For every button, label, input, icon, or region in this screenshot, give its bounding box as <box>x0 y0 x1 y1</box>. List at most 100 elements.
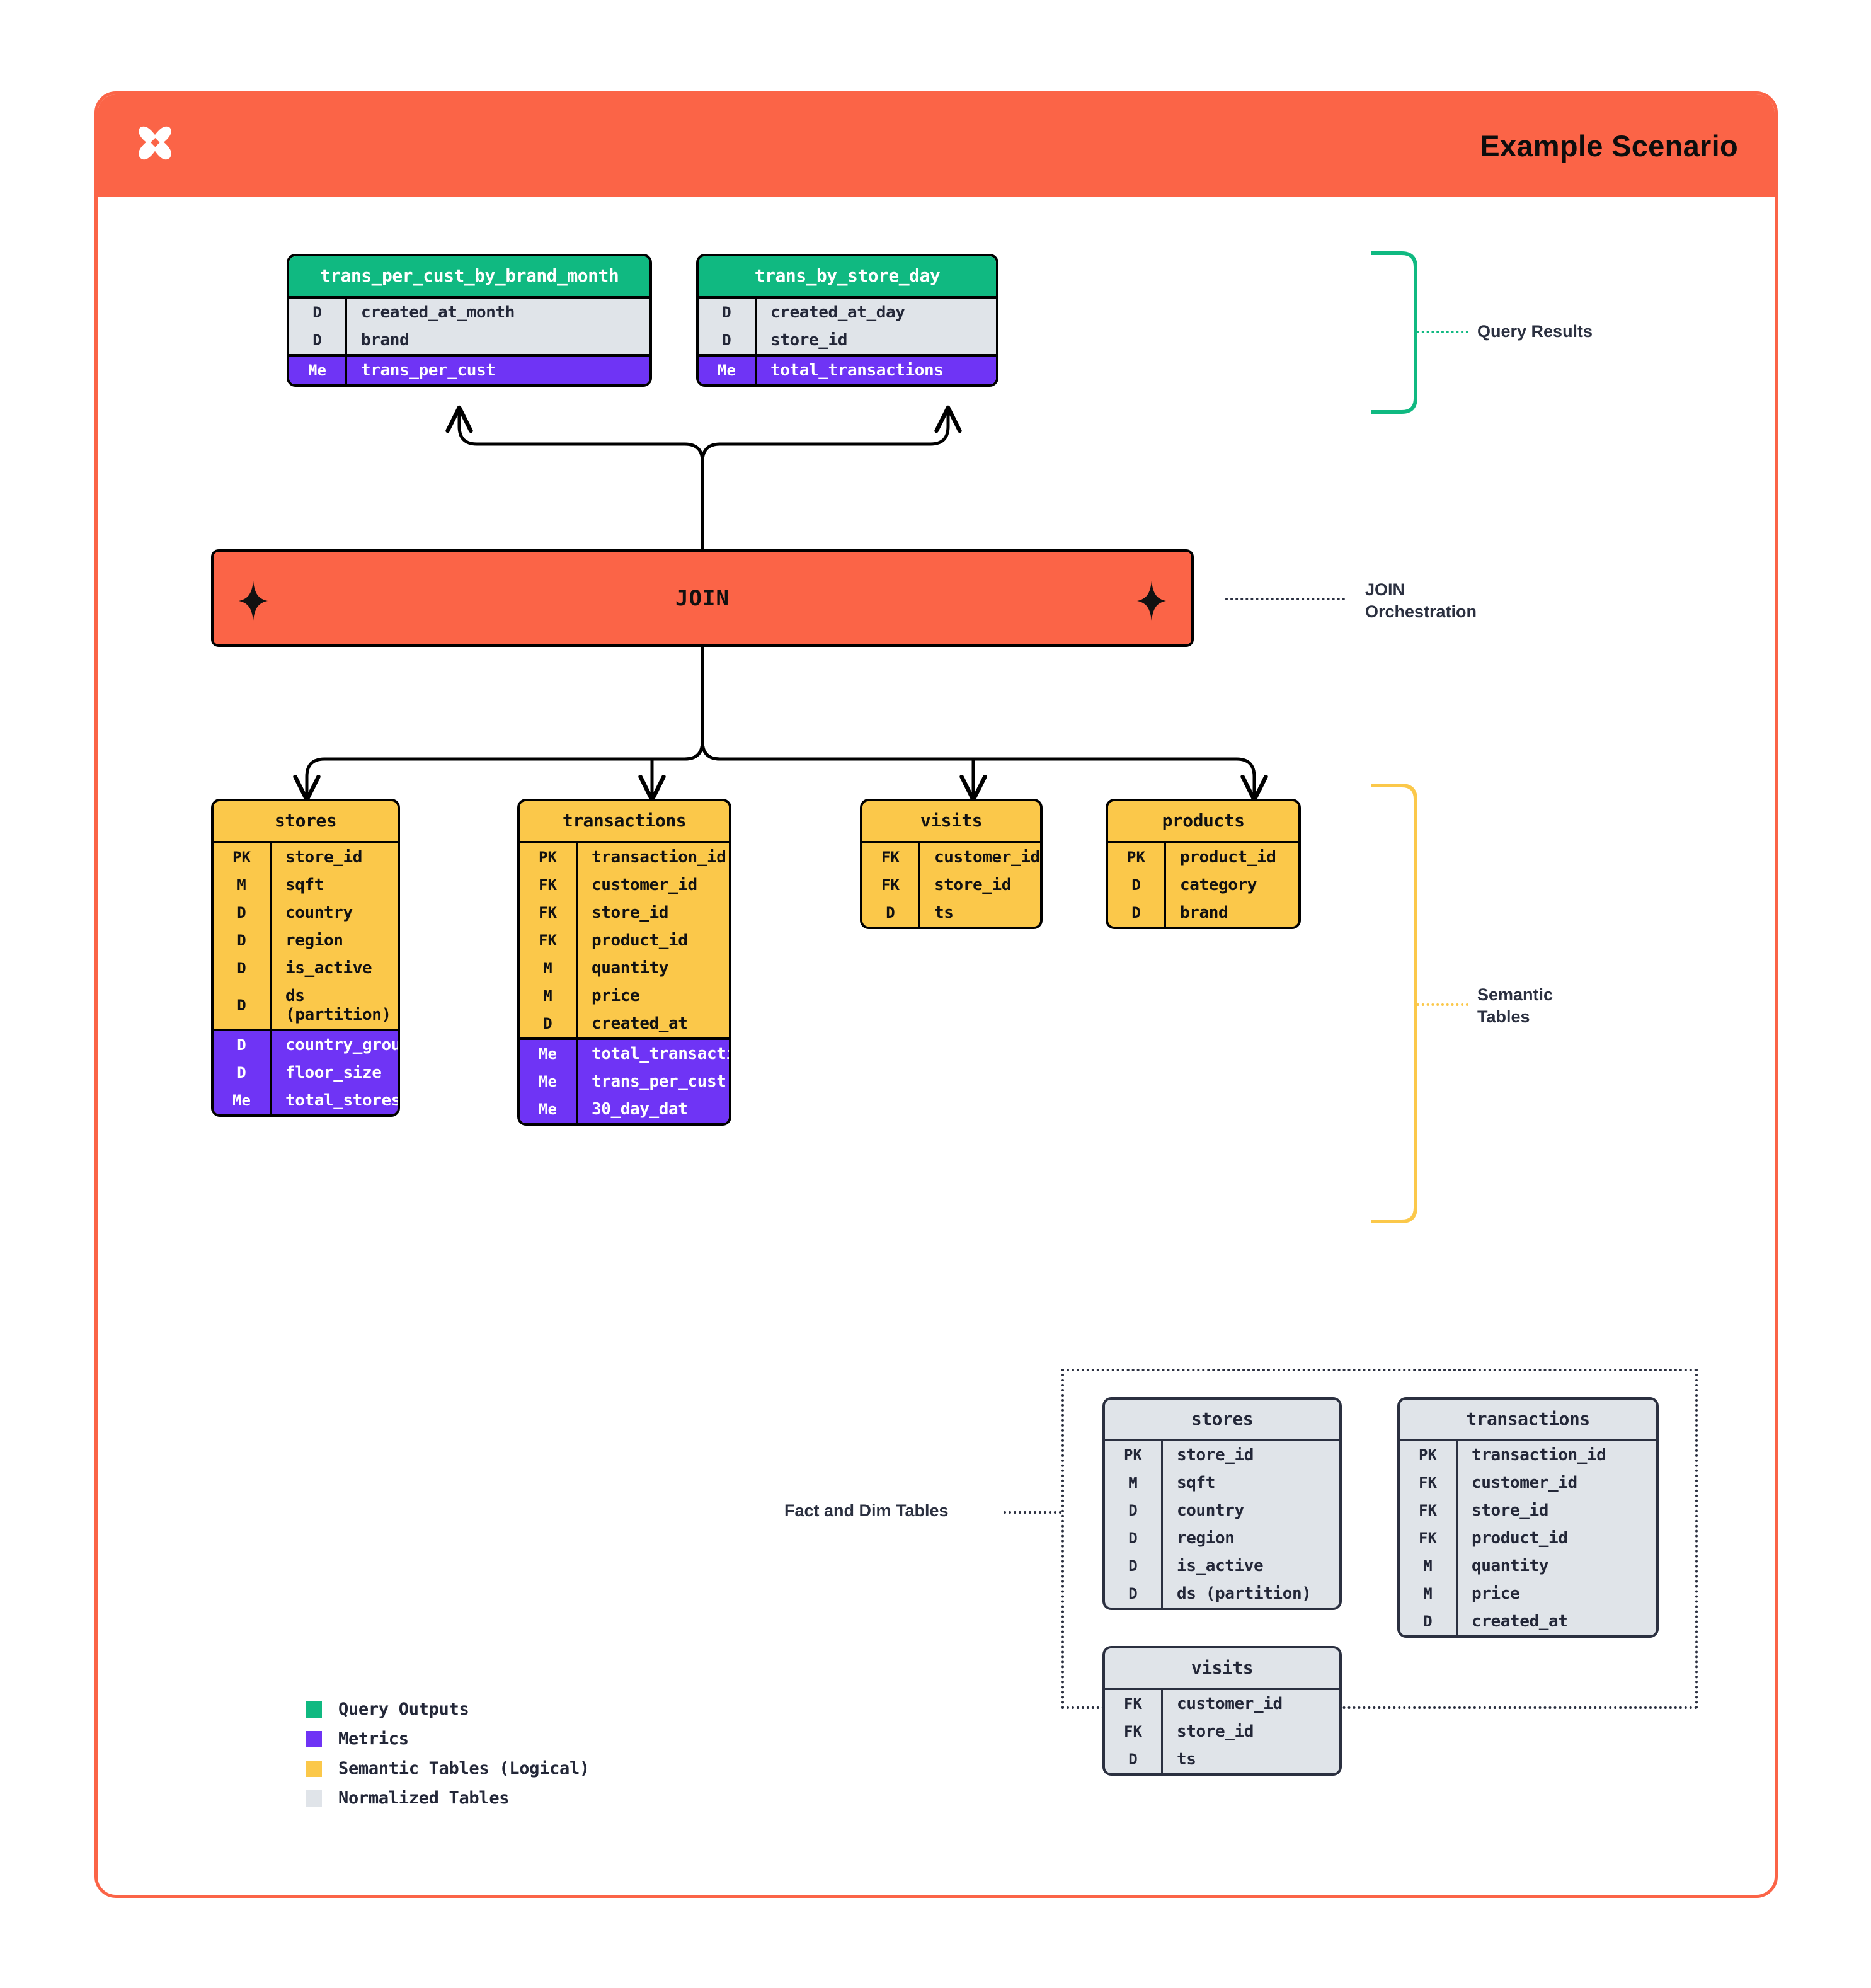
sparkle-icon <box>239 581 268 621</box>
annotation-line-2: Orchestration <box>1365 602 1477 622</box>
query-result-table-1[interactable]: trans_by_store_day D created_at_day D st… <box>696 254 998 387</box>
sparkle-icon <box>1137 581 1166 621</box>
row-key: PK <box>1400 1441 1458 1469</box>
row-key: FK <box>1400 1469 1458 1497</box>
card-header: Example Scenario <box>98 94 1775 197</box>
legend-label: Metrics <box>338 1729 409 1749</box>
x-star-logo-icon <box>130 122 180 171</box>
row-field: region <box>1177 1529 1235 1548</box>
row-key: D <box>699 299 757 326</box>
row-key: D <box>214 899 272 927</box>
annotation-join-orchestration: JOIN Orchestration <box>1365 579 1477 623</box>
metric-rows: Me total_transactions <box>699 354 996 384</box>
table-row: PK product_id <box>1108 843 1298 871</box>
row-field: store_id <box>1177 1722 1254 1741</box>
row-field: country <box>285 903 353 922</box>
row-key: Me <box>520 1095 578 1123</box>
table-row: FK customer_id <box>520 871 729 899</box>
legend-swatch-normalized-tables <box>306 1790 322 1807</box>
row-key: D <box>1105 1497 1163 1524</box>
table-title: transactions <box>1400 1400 1656 1439</box>
row-field: created_at <box>592 1014 688 1033</box>
row-key: PK <box>1105 1441 1163 1469</box>
row-field: brand <box>361 331 409 350</box>
diagram-card: Example Scenario trans_per_cust_by_brand… <box>94 91 1778 1898</box>
row-key: FK <box>520 927 578 954</box>
join-orchestration-bar[interactable]: JOIN <box>211 549 1194 647</box>
legend-label: Query Outputs <box>338 1700 469 1719</box>
row-field: product_id <box>592 931 688 950</box>
row-field: product_id <box>1180 848 1276 867</box>
table-title: products <box>1108 801 1298 841</box>
row-key: D <box>1400 1608 1458 1635</box>
row-field: customer_id <box>934 848 1040 867</box>
query-result-table-0[interactable]: trans_per_cust_by_brand_month D created_… <box>287 254 652 387</box>
normalized-table-transactions[interactable]: transactions PK transaction_id FK customer… <box>1397 1397 1659 1638</box>
row-field: brand <box>1180 903 1228 922</box>
legend-swatch-metrics <box>306 1730 322 1747</box>
row-key: PK <box>520 843 578 871</box>
row-field: ds (partition) <box>285 986 391 1024</box>
table-title: trans_by_store_day <box>699 256 996 296</box>
row-key: FK <box>1400 1497 1458 1524</box>
row-field: ts <box>934 903 954 922</box>
row-key: D <box>862 899 920 927</box>
row-key: FK <box>520 899 578 927</box>
row-field: price <box>1472 1584 1520 1603</box>
legend-swatch-semantic-tables <box>306 1760 322 1777</box>
row-field: sqft <box>285 876 324 894</box>
table-title: transactions <box>520 801 729 841</box>
row-field: total_transactions <box>770 361 944 380</box>
row-field: created_at <box>1472 1612 1568 1631</box>
row-key: PK <box>1108 843 1166 871</box>
row-field: trans_per_cust <box>592 1072 726 1091</box>
row-key: M <box>1400 1552 1458 1580</box>
row-field: customer_id <box>1472 1473 1577 1492</box>
row-key: FK <box>1105 1690 1163 1718</box>
row-field: customer_id <box>592 876 697 894</box>
row-key: D <box>214 982 272 1029</box>
row-field: store_id <box>770 331 848 350</box>
table-row: D brand <box>289 326 649 354</box>
table-title: trans_per_cust_by_brand_month <box>289 256 649 296</box>
row-key: Me <box>289 357 347 384</box>
row-key: FK <box>520 871 578 899</box>
row-field: country <box>1177 1501 1244 1520</box>
row-field: transaction_id <box>1472 1446 1606 1465</box>
row-field: store_id <box>592 903 669 922</box>
semantic-tables-leader <box>1417 1003 1468 1006</box>
row-field: region <box>285 931 343 950</box>
row-key: D <box>1105 1580 1163 1608</box>
table-row: Me trans_per_cust <box>289 357 649 384</box>
row-key: PK <box>214 843 272 871</box>
row-field: store_id <box>934 876 1012 894</box>
page-title: Example Scenario <box>1480 129 1738 163</box>
annotation-line-1: Semantic <box>1477 985 1553 1004</box>
row-key: M <box>1105 1469 1163 1497</box>
row-field: price <box>592 986 640 1005</box>
row-key: D <box>699 326 757 354</box>
